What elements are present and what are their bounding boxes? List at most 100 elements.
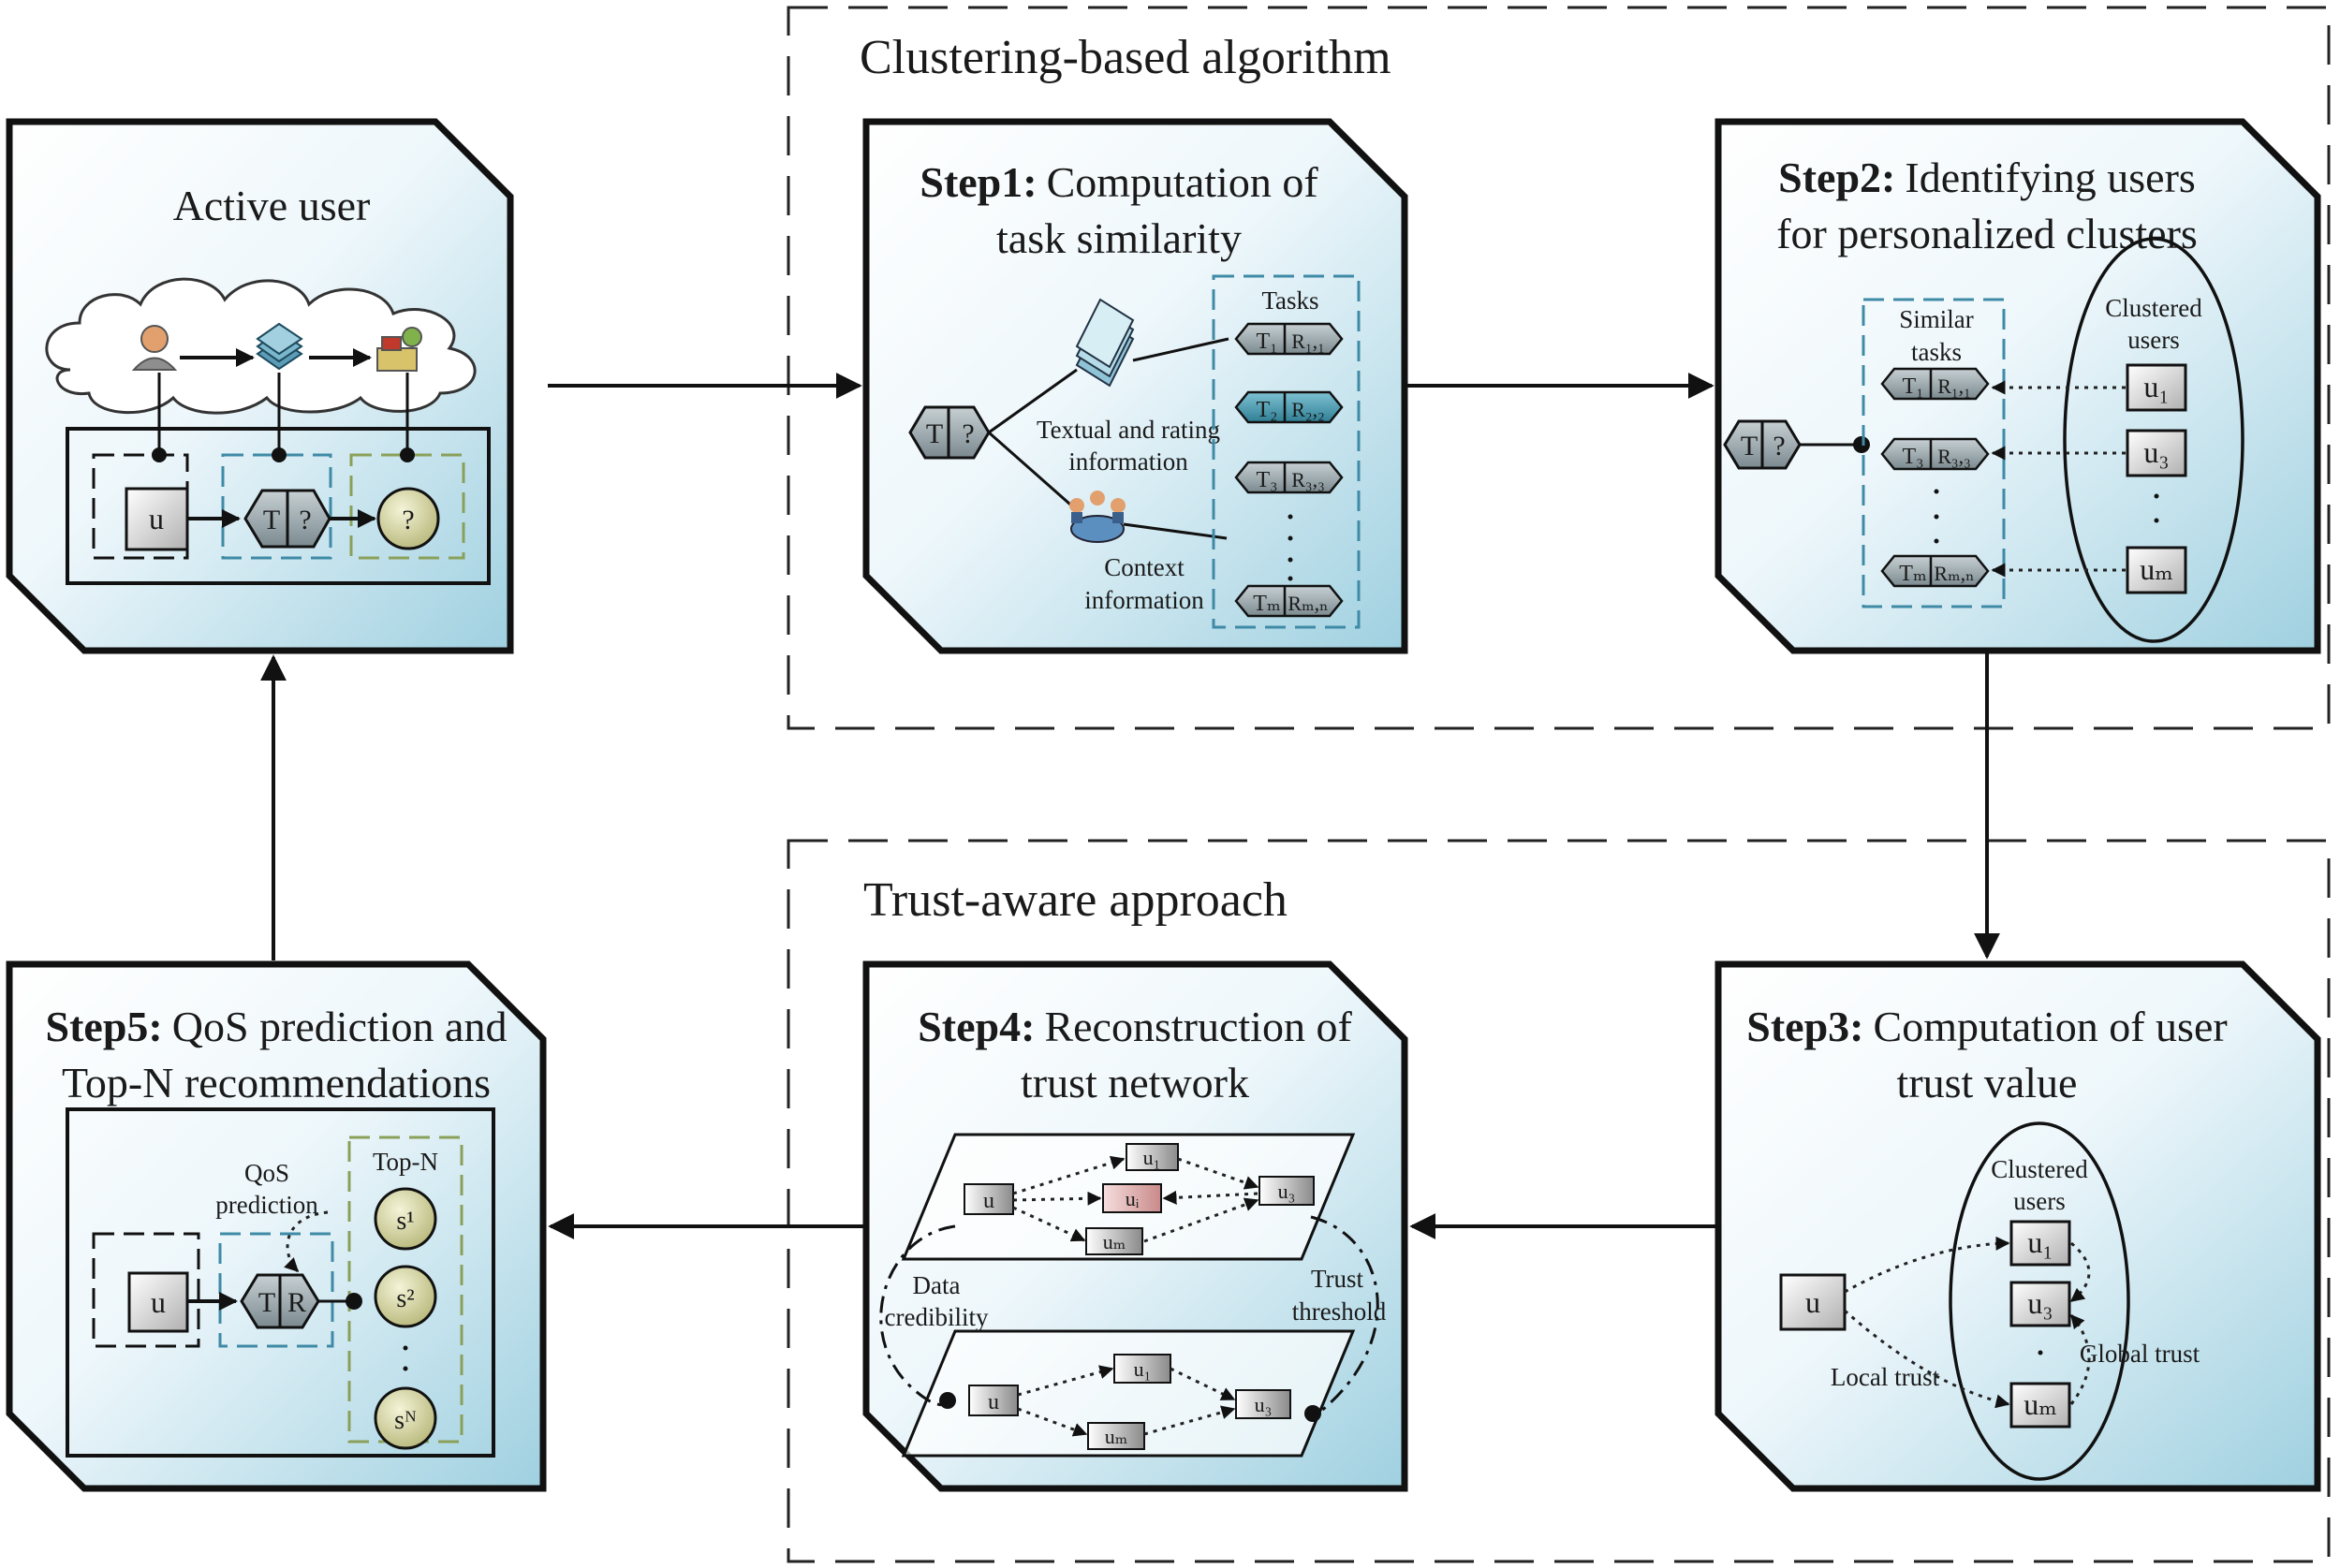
step3-title: Step3:Computation of user xyxy=(1746,1003,2227,1050)
step2-title-line2: for personalized clusters xyxy=(1776,210,2198,257)
svg-text:R₃,₃: R₃,₃ xyxy=(1291,468,1325,491)
svg-text:T₂: T₂ xyxy=(1256,398,1277,422)
step3-local-trust-label: Local trust xyxy=(1831,1363,1940,1391)
svg-text:Tₘ: Tₘ xyxy=(1899,562,1926,586)
step2-clustered-label-2: users xyxy=(2127,326,2180,354)
step3-content: Step3:Computation of user trust value Cl… xyxy=(1746,1003,2228,1481)
step1-textual-label-2: information xyxy=(1068,447,1188,476)
step5-service-1: s¹ xyxy=(374,1187,437,1251)
step4-data-credibility-1: Data xyxy=(913,1271,961,1299)
svg-text:uₘ: uₘ xyxy=(2024,1387,2057,1421)
step5-inner-box xyxy=(66,1107,495,1458)
step1-context-label-1: Context xyxy=(1104,553,1185,581)
svg-text:u₃: u₃ xyxy=(1278,1180,1296,1203)
svg-text:Rₘ,ₙ: Rₘ,ₙ xyxy=(1934,562,1974,585)
active-user-t-label: T xyxy=(263,505,280,535)
step1-tasks-box xyxy=(1212,274,1361,629)
task-stack-icon xyxy=(256,322,303,371)
svg-text:s²: s² xyxy=(396,1284,414,1313)
step4-top-node-ui: uᵢ xyxy=(1102,1183,1162,1213)
step1-textual-label-1: Textual and rating xyxy=(1037,416,1220,444)
flow-arrows xyxy=(260,373,2000,1239)
step4-bottom-node-u1: u₁ xyxy=(1113,1354,1171,1384)
step4-bottom-node-um: uₘ xyxy=(1087,1422,1145,1450)
active-user-service-q-label: ? xyxy=(402,505,414,535)
step5-topn-label: Top-N xyxy=(373,1148,438,1176)
step4-threshold-loop xyxy=(1310,1215,1379,1414)
step2-task-m: Tₘ Rₘ,ₙ xyxy=(1880,554,1990,588)
step5-content: Step5:QoS prediction and Top-N recommend… xyxy=(46,1003,508,1458)
step3-title-line2: trust value xyxy=(1897,1059,2078,1106)
step2-similar-tasks-box xyxy=(1862,298,2006,608)
svg-text:sᴺ: sᴺ xyxy=(394,1406,417,1435)
step2-task-3: T₃ R₃,₃ xyxy=(1880,437,1990,471)
trust-region: Trust-aware approach xyxy=(787,839,2331,1563)
svg-text:uᵢ: uᵢ xyxy=(1126,1187,1140,1210)
step3-user-1: u₁ xyxy=(2009,1220,2071,1267)
svg-text:u: u xyxy=(983,1189,994,1213)
step1-title: Step1:Computation of xyxy=(920,158,1318,206)
step2-clustered-users-ellipse xyxy=(2063,237,2244,643)
svg-text:R₃,₃: R₃,₃ xyxy=(1937,445,1971,468)
clustering-region: Clustering-based algorithm xyxy=(787,6,2331,730)
active-user-content: Active user xyxy=(45,182,491,585)
step1-title-line2: task similarity xyxy=(996,214,1242,262)
step4-title-line2: trust network xyxy=(1021,1059,1249,1106)
step4-data-credibility-2: credibility xyxy=(885,1303,989,1331)
step1-query-q: ? xyxy=(962,418,974,449)
step5-panel xyxy=(6,960,547,1492)
step2-content: Step2:Identifying users for personalized… xyxy=(1723,154,2244,643)
step3-clustered-users-ellipse xyxy=(1949,1121,2130,1481)
user-icon xyxy=(131,325,178,371)
step5-service-n: sᴺ xyxy=(374,1386,437,1450)
svg-text:T₃: T₃ xyxy=(1256,468,1277,492)
step4-title: Step4:Reconstruction of xyxy=(918,1003,1352,1050)
step3-u-node: u xyxy=(1779,1273,1847,1331)
step1-task-ellipsis xyxy=(1288,514,1293,581)
step4-bottom-node-u3: u₃ xyxy=(1235,1389,1291,1419)
step1-task-2: T₂ R₂,₂ xyxy=(1234,390,1344,424)
step2-panel xyxy=(1715,118,2321,654)
svg-text:T₃: T₃ xyxy=(1902,445,1923,469)
svg-text:T₁: T₁ xyxy=(1902,374,1923,399)
svg-text:u: u xyxy=(151,1285,166,1319)
svg-text:u₁: u₁ xyxy=(2027,1225,2053,1259)
step2-task-ellipsis xyxy=(1934,489,1939,544)
svg-text:u₁: u₁ xyxy=(1143,1146,1161,1169)
svg-text:R₁,₁: R₁,₁ xyxy=(1291,330,1325,353)
step2-similar-label-2: tasks xyxy=(1911,338,1962,366)
step5-service-2: s² xyxy=(374,1265,437,1328)
step4-trust-threshold-2: threshold xyxy=(1292,1297,1387,1326)
context-info-icon xyxy=(1069,491,1126,543)
svg-text:u₃: u₃ xyxy=(2143,435,2169,469)
step2-title: Step2:Identifying users xyxy=(1778,154,2196,201)
textual-info-icon xyxy=(1075,298,1135,388)
svg-text:uₘ: uₘ xyxy=(1103,1230,1126,1253)
step1-task-m: Tₘ Rₘ,ₙ xyxy=(1234,584,1344,618)
svg-text:u: u xyxy=(988,1390,999,1414)
svg-text:Tₘ: Tₘ xyxy=(1253,592,1280,616)
step2-clustered-label-1: Clustered xyxy=(2105,294,2202,322)
svg-text:R₂,₂: R₂,₂ xyxy=(1291,398,1325,421)
svg-text:R₁,₁: R₁,₁ xyxy=(1937,374,1971,398)
step2-user-1: u₁ xyxy=(2126,363,2187,412)
svg-text:u₁: u₁ xyxy=(2143,370,2169,403)
step1-panel xyxy=(862,118,1408,654)
step3-user-m: uₘ xyxy=(2009,1382,2071,1429)
step1-task-3: T₃ R₃,₃ xyxy=(1234,461,1344,494)
step5-title: Step5:QoS prediction and xyxy=(46,1003,508,1050)
svg-text:uₘ: uₘ xyxy=(2140,552,2173,586)
trust-region-label: Trust-aware approach xyxy=(863,873,1288,927)
svg-text:u₃: u₃ xyxy=(1255,1393,1273,1416)
step5-qos-label-1: QoS xyxy=(244,1159,289,1187)
svg-text:s¹: s¹ xyxy=(396,1207,414,1236)
clustering-region-label: Clustering-based algorithm xyxy=(860,31,1391,84)
step4-bottom-plane xyxy=(901,1329,1356,1458)
step2-query-q: ? xyxy=(1773,431,1785,462)
svg-text:uₘ: uₘ xyxy=(1105,1425,1128,1448)
svg-text:u₃: u₃ xyxy=(2027,1286,2053,1320)
step2-similar-label-1: Similar xyxy=(1899,305,1974,333)
svg-text:u₁: u₁ xyxy=(1134,1357,1152,1381)
step3-global-trust-label: Global trust xyxy=(2080,1340,2200,1368)
step5-t-label: T xyxy=(258,1287,275,1318)
